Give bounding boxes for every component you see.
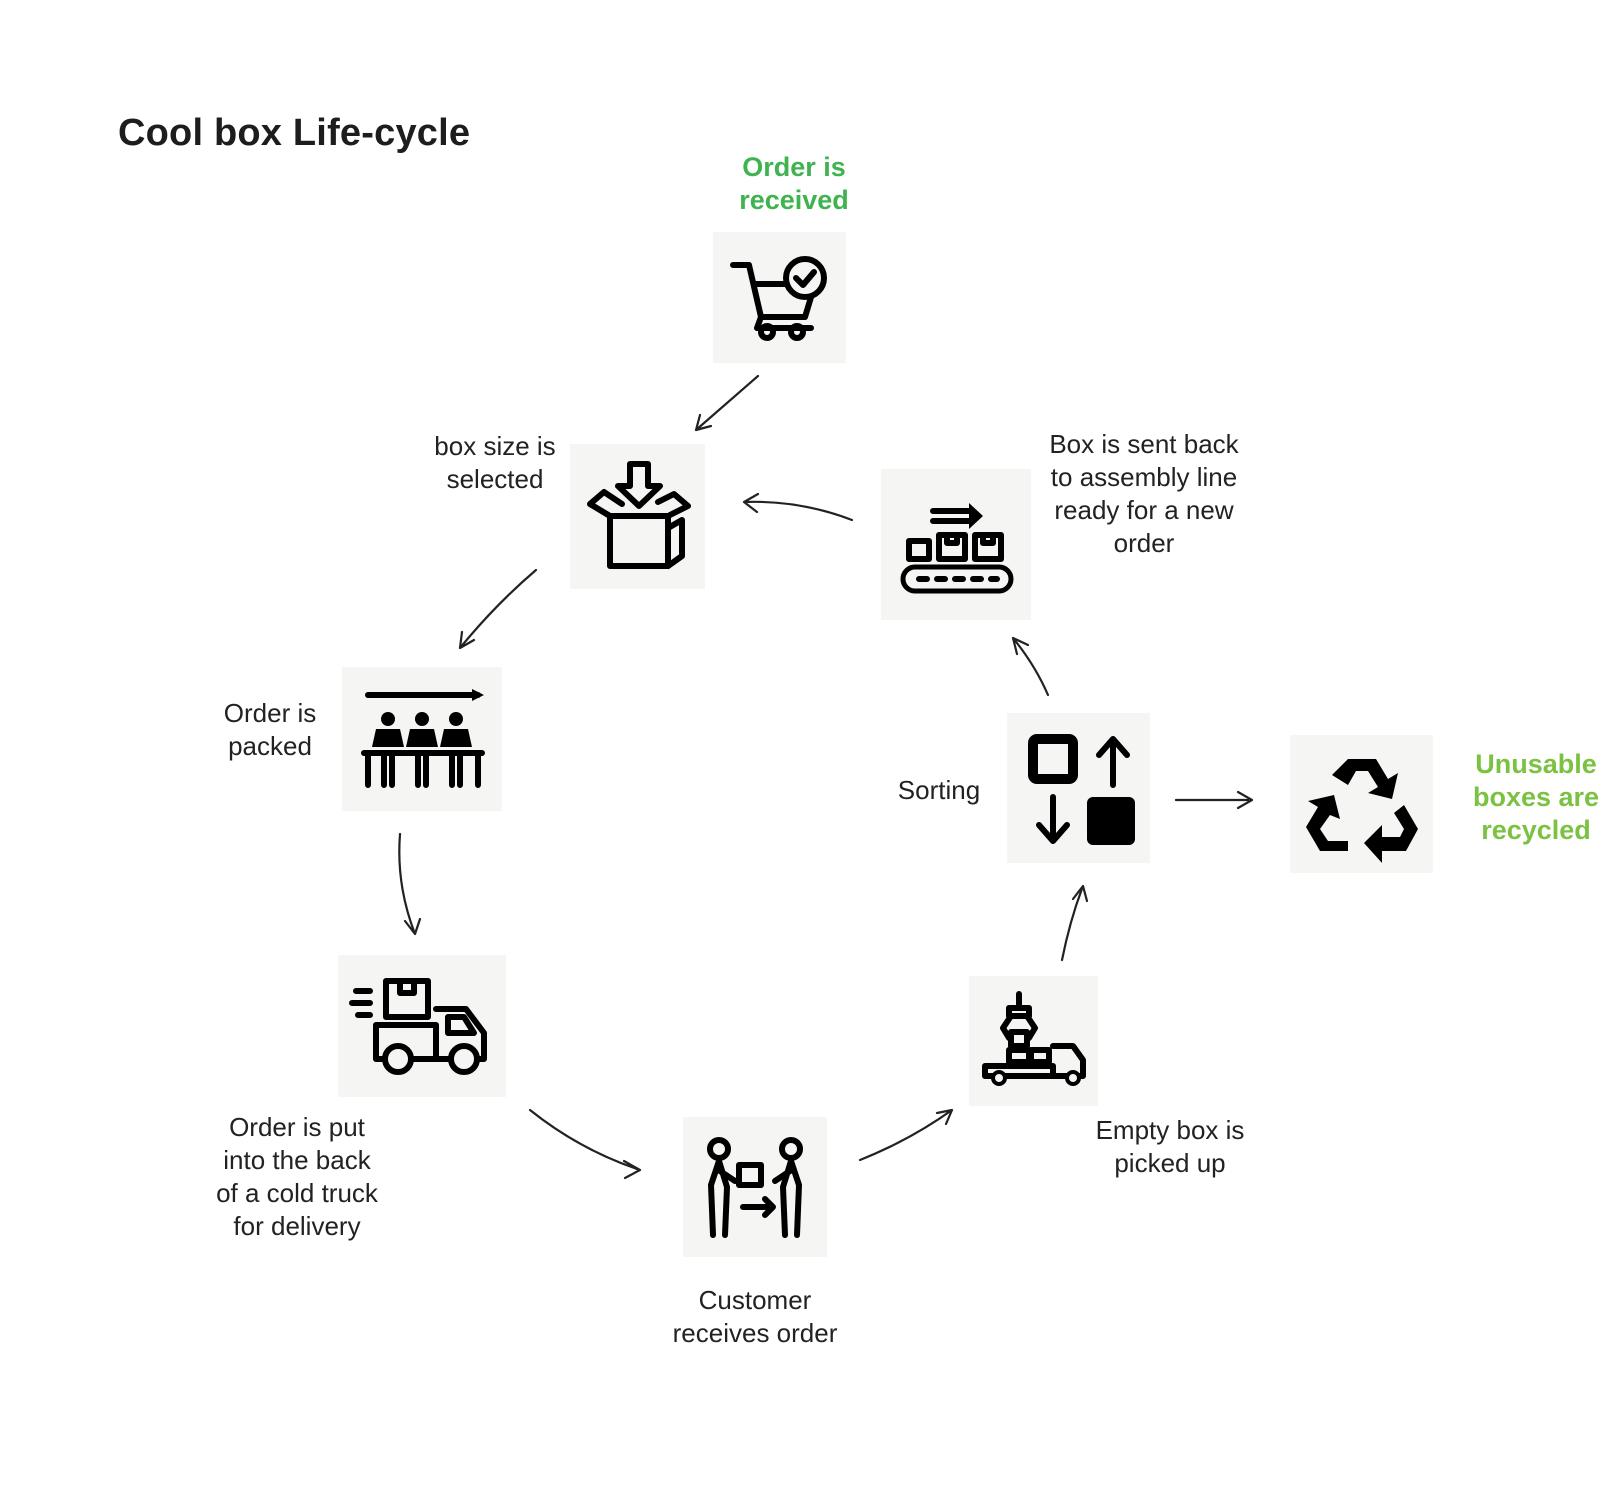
- label-box-size: box size is selected: [434, 431, 556, 494]
- arrow-box-size-to-packed: [458, 568, 538, 650]
- tile-assembly: [881, 469, 1031, 620]
- packing-workers-icon: [361, 689, 485, 788]
- tile-customer: [683, 1117, 827, 1257]
- handover-people-icon: [707, 1137, 803, 1238]
- label-truck: Order is put into the back of a cold tru…: [216, 1112, 378, 1241]
- label-assembly: Box is sent back to assembly line ready …: [1049, 429, 1239, 558]
- arrow-pickup-to-sorting: [1060, 884, 1089, 962]
- label-recycled: Unusable boxes are recycled: [1472, 749, 1600, 845]
- tile-box-size: [570, 444, 705, 589]
- tile-order-received: [713, 232, 846, 363]
- label-sorting: Sorting: [897, 775, 981, 805]
- tile-packed: [342, 667, 502, 811]
- label-pickup: Empty box is picked up: [1095, 1115, 1245, 1178]
- arrow-packed-to-truck: [398, 832, 422, 936]
- tile-sorting: [1007, 713, 1150, 863]
- tile-truck: [338, 955, 506, 1097]
- tile-recycled: [1290, 735, 1433, 873]
- cart-check-icon: [730, 256, 827, 341]
- recycle-icon: [1306, 759, 1418, 863]
- arrow-received-to-box-size: [694, 374, 760, 432]
- label-packed: Order is packed: [223, 698, 317, 761]
- crane-truck-icon: [982, 991, 1086, 1086]
- arrow-assembly-to-box-size: [742, 492, 854, 522]
- label-customer: Customer receives order: [672, 1285, 838, 1348]
- label-order-received: Order is received: [739, 152, 849, 215]
- sorting-squares-icon: [1028, 734, 1135, 845]
- delivery-truck-icon: [349, 978, 487, 1075]
- box-down-arrow-icon: [587, 461, 691, 569]
- arrow-customer-to-pickup: [858, 1108, 954, 1162]
- arrow-sorting-to-recycled: [1174, 790, 1254, 810]
- tile-pickup: [969, 976, 1098, 1106]
- arrow-sorting-to-assembly: [1011, 636, 1050, 697]
- diagram-title: Cool box Life-cycle: [118, 112, 471, 154]
- conveyor-belt-icon: [900, 503, 1014, 594]
- arrow-truck-to-customer: [528, 1108, 642, 1180]
